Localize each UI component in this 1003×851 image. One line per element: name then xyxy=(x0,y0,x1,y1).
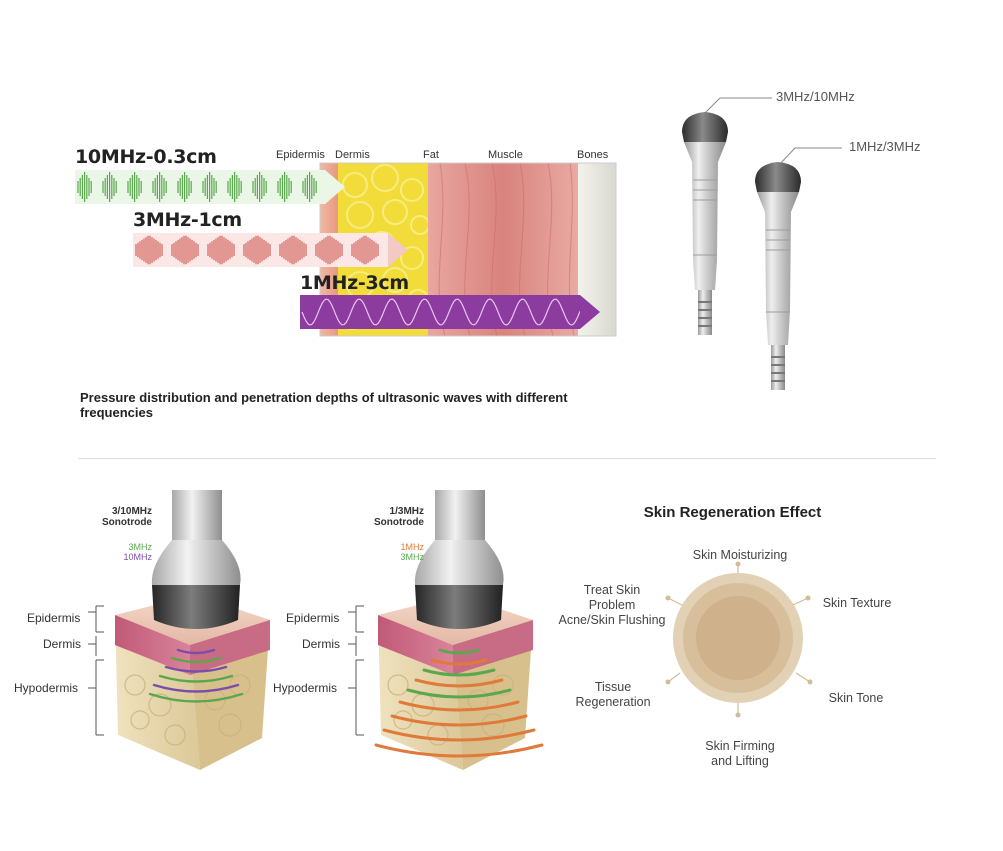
sonotrode-graphics xyxy=(88,490,544,770)
effect-skin-firming: Skin Firming and Lifting xyxy=(705,739,775,768)
sono1-label-hypodermis: Hypodermis xyxy=(14,681,79,695)
sono1-label-dermis: Dermis xyxy=(43,637,81,651)
regeneration-wheel xyxy=(665,561,813,718)
wave-label-10mhz: 10MHz-0.3cm xyxy=(75,146,217,168)
callout-1-3mhz: 1MHz/3MHz xyxy=(849,139,921,154)
sono2-label-epidermis: Epidermis xyxy=(286,611,340,625)
wave-bar-3mhz xyxy=(133,233,408,267)
sonotrode-1-freqs: 3MHz 10MHz xyxy=(100,542,152,562)
handpiece-3-10mhz xyxy=(682,112,728,335)
sonotrode-head-1 xyxy=(151,490,241,629)
layer-label-fat: Fat xyxy=(423,149,439,161)
layer-label-muscle: Muscle xyxy=(488,149,523,161)
handpieces-graphic xyxy=(682,97,842,390)
effect-skin-tone: Skin Tone xyxy=(828,691,884,705)
handpiece-1-3mhz xyxy=(755,162,801,390)
freq-10mhz: 10MHz xyxy=(123,552,152,562)
layer-label-epidermis: Epidermis xyxy=(276,149,325,161)
sono2-label-hypodermis: Hypodermis xyxy=(273,681,338,695)
sono1-label-epidermis: Epidermis xyxy=(27,611,81,625)
wave-label-1mhz: 1MHz-3cm xyxy=(300,272,409,294)
effect-treat-skin-problem: Treat Skin Problem Acne/Skin Flushing xyxy=(558,583,666,627)
effect-tissue-regeneration: Tissue Regeneration xyxy=(575,680,651,709)
sonotrode-1-title: 3/10MHz Sonotrode xyxy=(102,506,152,528)
wave-bar-10mhz xyxy=(75,170,345,204)
sonotrode-2-freqs: 1MHz 3MHz xyxy=(372,542,424,562)
sonotrode-2-title: 1/3MHz Sonotrode xyxy=(374,506,424,528)
sonotrode-head-2 xyxy=(414,490,504,629)
wave-bar-1mhz xyxy=(300,295,600,329)
freq-3mhz: 3MHz xyxy=(128,542,152,552)
regeneration-title: Skin Regeneration Effect xyxy=(643,504,822,521)
layer-label-bones: Bones xyxy=(577,149,609,161)
penetration-caption: Pressure distribution and penetration de… xyxy=(80,390,568,420)
effect-skin-texture: Skin Texture xyxy=(822,596,892,610)
effect-skin-moisturizing: Skin Moisturizing xyxy=(692,548,788,562)
tissue-layers-graphic xyxy=(75,162,617,337)
freq-1mhz: 1MHz xyxy=(400,542,424,552)
freq-3mhz: 3MHz xyxy=(400,552,424,562)
sono2-label-dermis: Dermis xyxy=(302,637,340,651)
penetration-diagram: 10MHz-0.3cm 3MHz-1cm 1MHz-3cm Epidermis … xyxy=(0,0,640,420)
section-divider xyxy=(78,458,936,459)
layer-label-dermis: Dermis xyxy=(335,149,370,161)
ultrasound-waves-2 xyxy=(374,648,544,758)
ultrasound-waves-1 xyxy=(148,648,244,703)
wave-label-3mhz: 3MHz-1cm xyxy=(133,209,242,231)
callout-3-10mhz: 3MHz/10MHz xyxy=(776,89,855,104)
layer-brackets xyxy=(88,605,364,736)
